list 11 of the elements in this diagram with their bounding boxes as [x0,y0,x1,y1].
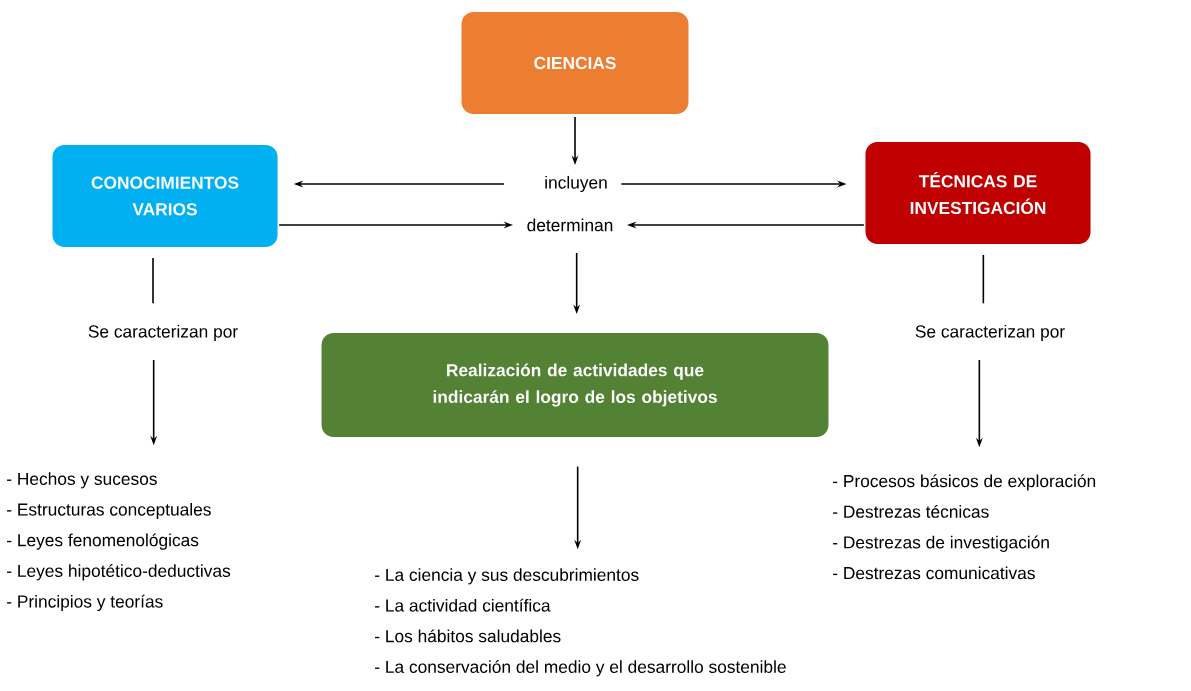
concept-box: CIENCIAS [461,12,689,114]
bulleted-list: - Procesos básicos de exploración - Destrezas técnicas - Destrezas de investigación - Destrezas comunicativas [833,474,1096,580]
bulleted-list: - Hechos y sucesos - Estructuras conceptuales - Leyes fenomenológicas - Leyes hipotético-deductivas - Principios y teorías [7,472,231,612]
concept-box: Realización de actividades que indicarán el logro de los objetivos [321,333,829,437]
concept-box: TÉCNICAS DE INVESTIGACIÓN [865,142,1091,244]
bulleted-list: - La ciencia y sus descubrimientos - La actividad científica - Los hábitos saludables - La conservación del medio y el desarrollo sostenible [375,568,786,677]
connector-text: determinan [527,218,613,232]
connector-text: Se caracterizan por [88,324,238,342]
concept-box: CONOCIMIENTOS VARIOS [52,145,278,247]
connector-text: Se caracterizan por [915,324,1065,342]
connector-text: incluyen [545,175,607,193]
